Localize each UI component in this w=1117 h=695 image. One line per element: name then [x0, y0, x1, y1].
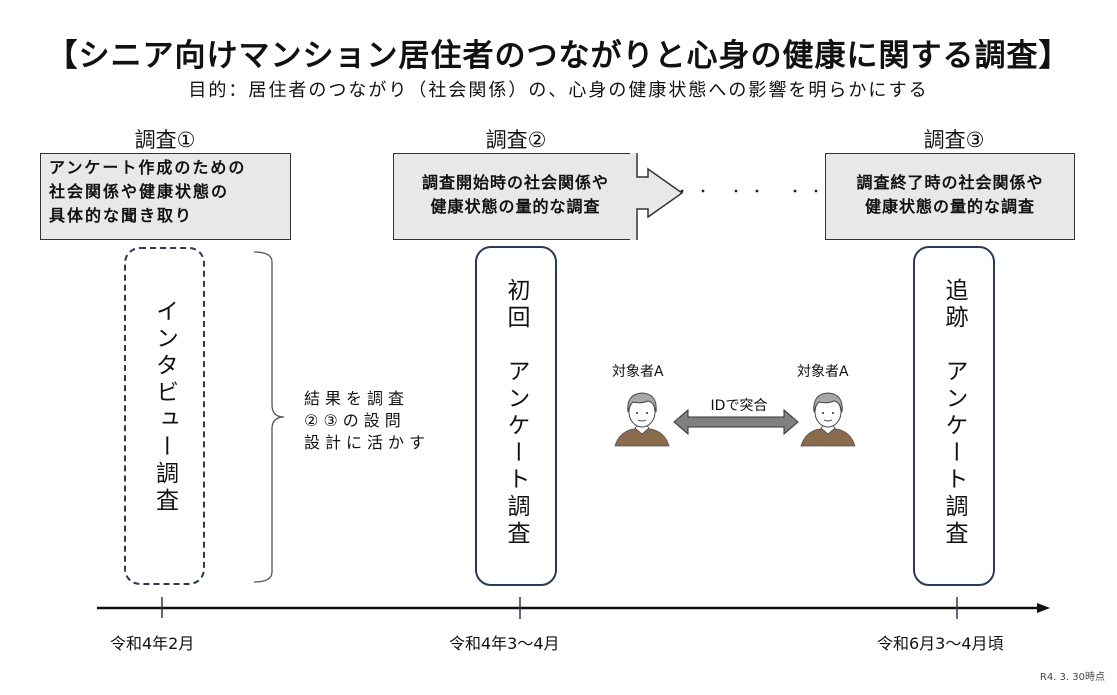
description-line: 調査終了時の社会関係や — [856, 173, 1044, 192]
interview-survey-box: インタビュー調査 — [124, 247, 205, 585]
stage-2-description: 調査開始時の社会関係や 健康状態の量的な調査 — [393, 153, 637, 240]
double-arrow-icon — [673, 408, 799, 436]
method-label: 初回 アンケート調査 — [503, 278, 529, 548]
design-note: 結果を調査 ②③の設問 設計に活かす — [304, 388, 430, 454]
description-line: 健康状態の量的な調査 — [864, 197, 1035, 216]
initial-survey-box: 初回 アンケート調査 — [475, 246, 557, 586]
note-line: 結果を調査 — [304, 389, 410, 408]
stage-1-description: アンケート作成のための 社会関係や健康状態の 具体的な聞き取り — [40, 153, 291, 240]
stage-2-label: 調査② — [485, 128, 547, 152]
description-line: 健康状態の量的な調査 — [430, 197, 601, 216]
id-match-label: IDで突合 — [710, 398, 768, 414]
stage-1-date: 令和4年2月 — [110, 634, 195, 653]
stage-2-date: 令和4年3～4月 — [449, 634, 560, 653]
stage-3-date: 令和6月3～4月頃 — [877, 634, 1004, 653]
stage-3-label: 調査③ — [923, 128, 985, 152]
description-line: 調査開始時の社会関係や — [421, 173, 609, 192]
bracket-icon — [253, 251, 285, 583]
stage-1-label: 調査① — [134, 128, 196, 152]
stage-arrow-icon — [630, 153, 684, 240]
note-line: 設計に活かす — [304, 433, 431, 452]
page-subtitle: 目的：居住者のつながり（社会関係）の、心身の健康状態への影響を明らかにする — [188, 80, 929, 101]
continuation-dots — [680, 189, 818, 193]
person-right-icon — [800, 392, 856, 447]
person-left-icon — [614, 392, 670, 447]
person-right-label: 対象者A — [797, 364, 849, 380]
description-line: 具体的な聞き取り — [49, 206, 194, 225]
method-label: 追跡 アンケート調査 — [941, 278, 967, 548]
followup-survey-box: 追跡 アンケート調査 — [913, 246, 995, 586]
footnote: R4. 3. 30時点 — [1039, 672, 1105, 683]
person-left-label: 対象者A — [612, 364, 664, 380]
timeline-axis — [97, 597, 1050, 619]
stage-3-description: 調査終了時の社会関係や 健康状態の量的な調査 — [825, 153, 1075, 240]
description-line: 社会関係や健康状態の — [49, 182, 230, 201]
description-line: アンケート作成のための — [49, 158, 247, 177]
page-title: 【シニア向けマンション居住者のつながりと心身の健康に関する調査】 — [46, 38, 1071, 74]
note-line: ②③の設問 — [304, 411, 406, 430]
method-label: インタビュー調査 — [151, 299, 178, 515]
